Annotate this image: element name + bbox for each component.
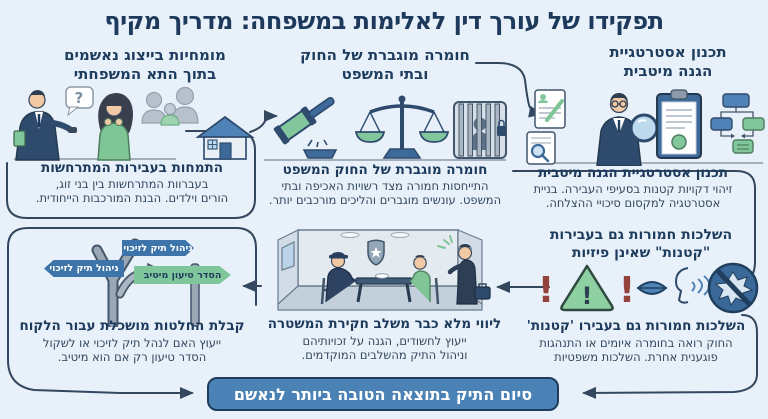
svg-text:!: ! <box>582 282 593 310</box>
exclamation-icon: ! <box>538 270 554 311</box>
header-severe-consequences: השלכות חמורות גם בעבירות "קטנות" שאינן פ… <box>549 227 733 261</box>
family-silhouette-icon <box>141 86 199 126</box>
topmid-box-body: התייחסות חמורה מצד רשויות האכיפה ובתי המ… <box>268 179 502 207</box>
house-icon <box>195 115 255 160</box>
sign-plea-deal: הסדר טיעון מיטיב <box>134 266 231 284</box>
bottomright-box-body: החוק רואה בחומרה איומים או התנהגות פוגענ… <box>539 336 733 364</box>
topmid-box-title: חומרה מוגברת של החוק המשפט <box>282 162 488 178</box>
briefcase-icon <box>474 283 491 300</box>
bottommid-box-title: ליווי מלא כבר משלב חקירת המשטרה <box>267 316 502 332</box>
clipboard-icon <box>656 89 702 159</box>
bottomleft-box-title: קבלת החלטות מושכלת עבור הלקוח <box>19 318 245 334</box>
police-officer-figure <box>320 252 357 305</box>
exclamation-icon: ! <box>619 270 635 311</box>
topright-box-title: תכנון אסטרטגיית הגנה מיטבית <box>537 165 729 181</box>
connector-left-to-mid <box>249 110 278 133</box>
bottomleft-box-border <box>7 227 237 399</box>
bottomright-bracket <box>582 314 758 399</box>
sparkle-icon <box>437 235 453 249</box>
family-consultation-illustration: ? <box>13 86 255 161</box>
lawyer-figure <box>13 90 77 161</box>
justice-illustration <box>264 95 507 161</box>
police-interrogation-illustration <box>277 229 491 311</box>
no-violence-icon <box>707 262 759 314</box>
distressed-woman-figure <box>97 93 133 161</box>
flowchart-icon <box>710 93 765 154</box>
warning-triangle-icon: ! <box>560 264 614 312</box>
topright-box-body: זיהוי דקויות קטנות בסעיפי העבירה. בניית … <box>533 182 733 210</box>
bottomleft-box-right-edge <box>235 227 257 306</box>
bottomleft-box-body: ייעוץ האם לנהל תיק לזיכוי או לשקול הסדר … <box>42 336 222 364</box>
question-mark: ? <box>75 89 84 107</box>
bottomright-box-title: השלכות חמורות גם בעבירו 'קטנות' <box>526 318 746 334</box>
sign-acquittal-side: ניהול תיק לזיכוי <box>44 260 124 277</box>
conclusion-banner: סיום התיק בתוצאה הטובה ביותר לנאשם <box>207 377 559 411</box>
gavel-icon <box>273 96 338 159</box>
page-title: תפקידו של עורך דין לאלימות במשפחה: מדריך… <box>104 7 664 35</box>
header-defense-strategy: תכנון אסטרטגיית הגנה מיטבית <box>609 43 727 80</box>
police-badge-icon <box>367 239 385 266</box>
jail-cell-icon <box>453 101 507 159</box>
header-law-severity: חומרה מוגברת של החוק ובתי המשפט <box>300 46 470 83</box>
suspect-figure <box>409 255 440 305</box>
magnifier-icon <box>624 113 659 152</box>
topleft-box-title: התמחות בעבירות המתרחשות <box>41 160 223 176</box>
header-family-expertise: מומחיות בייצוג נאשמים בתוך התא המשפחתי <box>64 46 226 83</box>
sign-acquittal-top: ניהול תיק לזיכוי <box>122 240 194 256</box>
topleft-box-body: בעברוות המתרחשות בין בני זוג, הורים וילד… <box>35 177 229 205</box>
document-pencil-icon <box>534 89 566 129</box>
connector-mid-to-right <box>475 62 543 118</box>
scales-of-justice-icon <box>354 95 450 159</box>
warning-icons-row: ! ! ! <box>538 262 759 314</box>
question-bubble-icon: ? <box>65 86 94 117</box>
strategy-review-illustration <box>526 89 765 166</box>
speaking-mouth-icon <box>636 281 668 295</box>
document-magnifier-icon <box>526 131 556 165</box>
bottommid-box-body: ייעוץ לחשודים, הגנה על זכויותיהם וניהול … <box>301 334 468 362</box>
lawyer-arriving-figure <box>437 235 491 305</box>
lock-icon <box>497 119 506 136</box>
window-icon <box>281 241 295 271</box>
speaking-profile-icon <box>674 267 711 304</box>
